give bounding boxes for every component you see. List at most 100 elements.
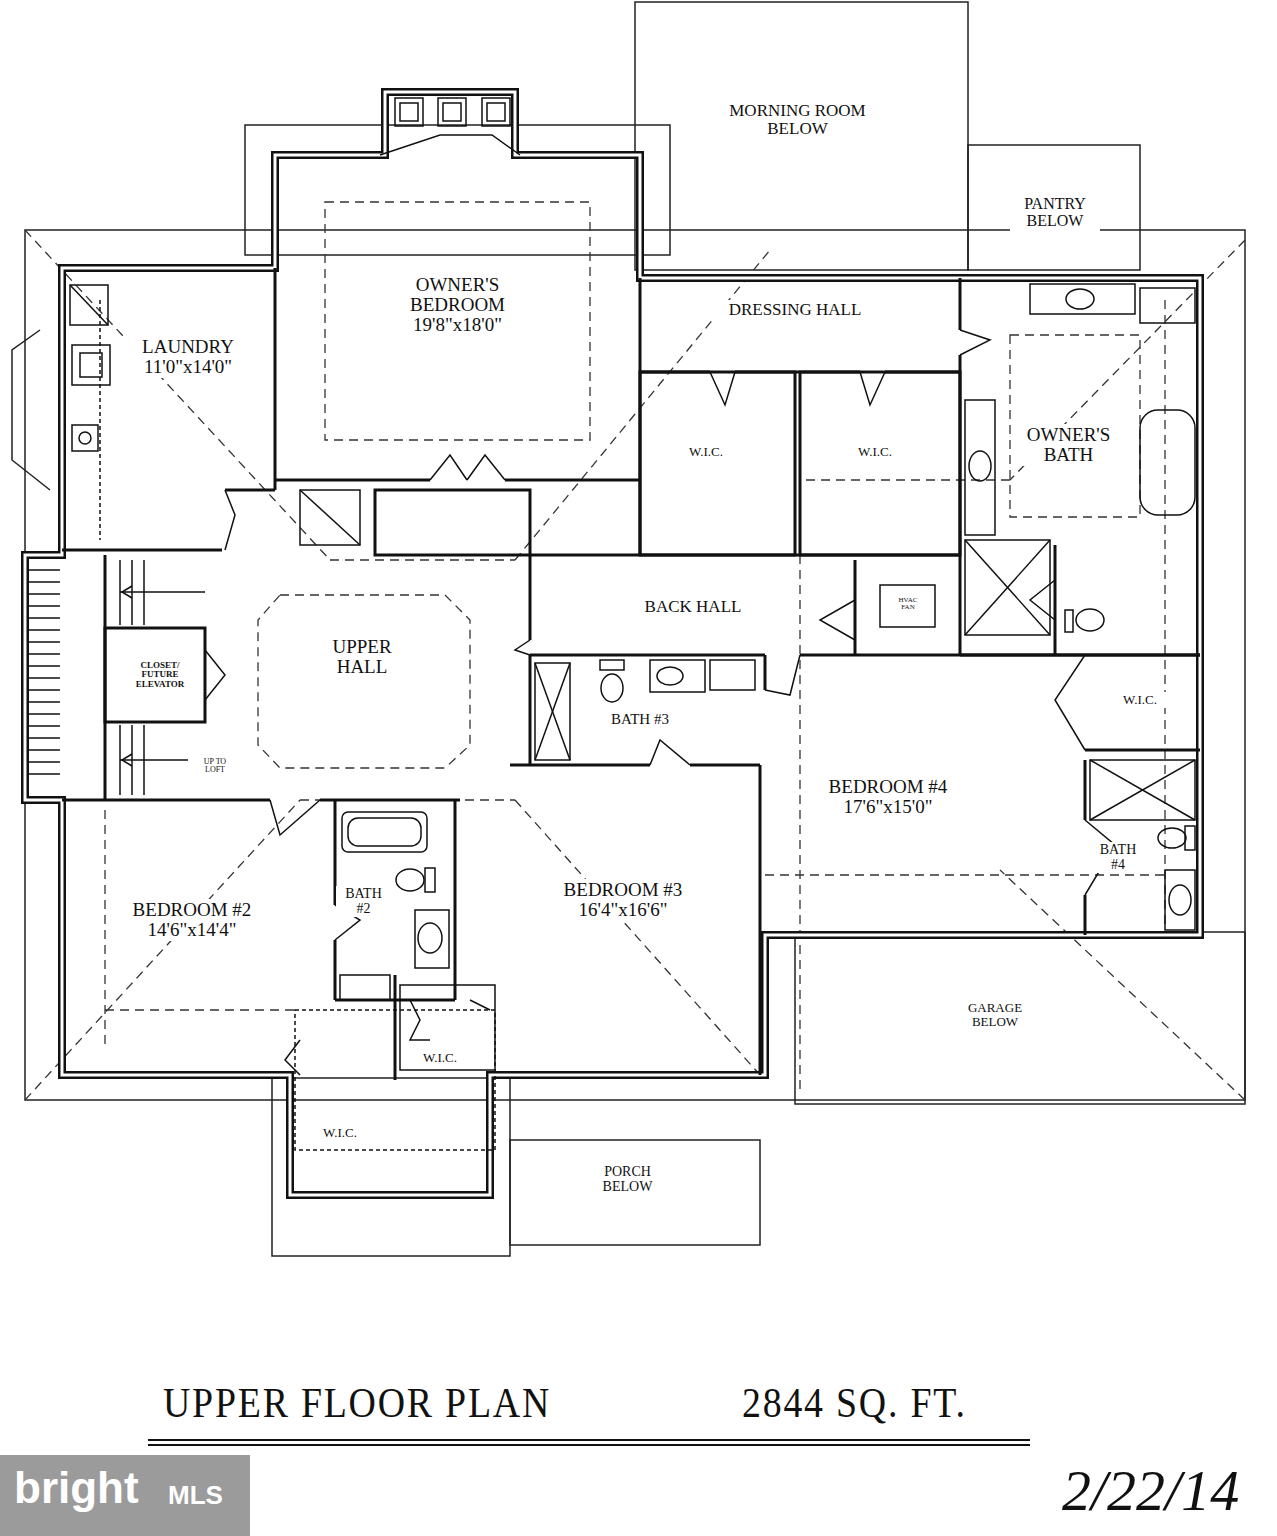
door-swing <box>1030 580 1055 620</box>
fixture <box>1140 288 1195 323</box>
room-dimension: 17'6"x15'0" <box>811 797 965 817</box>
fixture <box>601 674 623 702</box>
stair <box>28 581 60 583</box>
stair <box>28 569 60 571</box>
room-name: BACK HALL <box>631 598 755 616</box>
interior-wall <box>274 268 277 490</box>
interior-wall <box>375 490 530 555</box>
fixture <box>400 103 418 121</box>
stair <box>28 605 60 607</box>
room-label: BACK HALL <box>628 597 758 617</box>
interior-wall <box>454 800 457 1000</box>
fixture <box>1090 760 1195 820</box>
fixture <box>300 490 360 545</box>
interior-wall <box>1084 760 1087 820</box>
fixture <box>650 660 705 692</box>
title-underline <box>148 1440 1030 1445</box>
room-name: BATH #2 <box>339 887 388 916</box>
roof-ridge-line <box>105 1009 300 1010</box>
room-name: GARAGE BELOW <box>958 1001 1032 1028</box>
room-name: UP TO LOFT <box>201 758 229 775</box>
roof-ridge-line <box>515 250 770 560</box>
fixture <box>880 585 935 627</box>
interior-wall <box>764 655 767 690</box>
interior-wall <box>854 560 857 655</box>
interior-wall <box>690 764 760 767</box>
room-name: HVAC FAN <box>897 597 919 612</box>
room-dimension: 19'8"x18'0" <box>393 315 522 335</box>
door-swing <box>225 490 235 550</box>
closet-label: W.I.C. <box>1110 692 1170 708</box>
door-swing <box>410 1000 430 1040</box>
room-label: PORCH BELOW <box>585 1164 670 1195</box>
roof-ridge-line <box>1000 870 1245 1100</box>
stair <box>28 560 205 795</box>
door-swing <box>467 455 505 480</box>
roof-ridge-line <box>765 874 1165 875</box>
fixture <box>1090 760 1195 820</box>
stair <box>28 725 60 727</box>
stair <box>28 689 60 691</box>
fixture <box>535 663 570 760</box>
stair <box>28 749 60 751</box>
fixture <box>72 425 98 451</box>
fixture <box>340 975 390 1000</box>
room-label: BATH #3 <box>600 711 680 729</box>
fixture <box>1066 289 1094 309</box>
fixture <box>70 285 108 325</box>
room-label: BEDROOM #316'4"x16'6" <box>543 879 703 921</box>
fixture <box>657 667 683 685</box>
room-label: GARAGE BELOW <box>955 1000 1035 1029</box>
stair <box>28 761 60 763</box>
roof-outline <box>795 932 1245 1104</box>
room-label: PANTRY BELOW <box>1010 195 1100 231</box>
room-label: OWNER'S BATH <box>1016 424 1121 466</box>
fixture <box>395 98 423 126</box>
interior-wall <box>510 764 650 767</box>
closet-label: W.I.C. <box>411 1050 469 1066</box>
closet-label: W.I.C. <box>845 444 905 460</box>
room-name: W.I.C. <box>314 1126 366 1140</box>
room-name: LAUNDRY <box>126 337 250 357</box>
door-swing <box>470 1000 490 1010</box>
fixture <box>965 540 1050 635</box>
room-name: W.I.C. <box>1113 693 1167 707</box>
interior-wall <box>505 479 640 482</box>
door-swing <box>285 1040 300 1075</box>
roof-ridge-line <box>25 202 1245 1100</box>
door-swing <box>515 640 530 655</box>
room-label: BATH #4 <box>1088 842 1148 873</box>
closet-label: W.I.C. <box>676 444 736 460</box>
interior-wall <box>62 799 270 802</box>
interior-wall <box>320 799 460 802</box>
roof-outline <box>12 330 50 490</box>
fixture <box>1090 760 1195 820</box>
interior-wall <box>529 555 532 640</box>
room-name: OWNER'S BEDROOM <box>393 275 522 315</box>
stair <box>120 591 205 593</box>
interior-wall <box>394 975 397 1080</box>
fixture <box>600 660 624 670</box>
room-dimension: 11'0"x14'0" <box>126 357 250 377</box>
fixture <box>1030 284 1135 314</box>
fixture <box>300 490 360 545</box>
exterior-wall <box>25 92 1200 1195</box>
plan-title: UPPER FLOOR PLAN <box>163 1382 551 1424</box>
roof-outline <box>635 2 968 270</box>
exterior-wall <box>25 92 1200 1195</box>
watermark-ground <box>0 1455 250 1536</box>
stair <box>28 593 60 595</box>
stair <box>28 653 60 655</box>
exterior-wall <box>25 92 1200 1195</box>
roof-ridge-line <box>799 480 800 1090</box>
room-label: UPPER HALL <box>317 636 407 678</box>
room-label: LAUNDRY11'0"x14'0" <box>123 336 253 378</box>
fixture <box>418 923 442 953</box>
interior-wall <box>959 278 962 330</box>
fixture <box>380 135 520 155</box>
interior-wall <box>530 654 765 657</box>
fixture <box>1185 826 1195 850</box>
interior-wall <box>959 355 962 655</box>
watermark: MLS <box>168 1482 223 1508</box>
room-label: BEDROOM #214'6"x14'4" <box>112 899 272 941</box>
